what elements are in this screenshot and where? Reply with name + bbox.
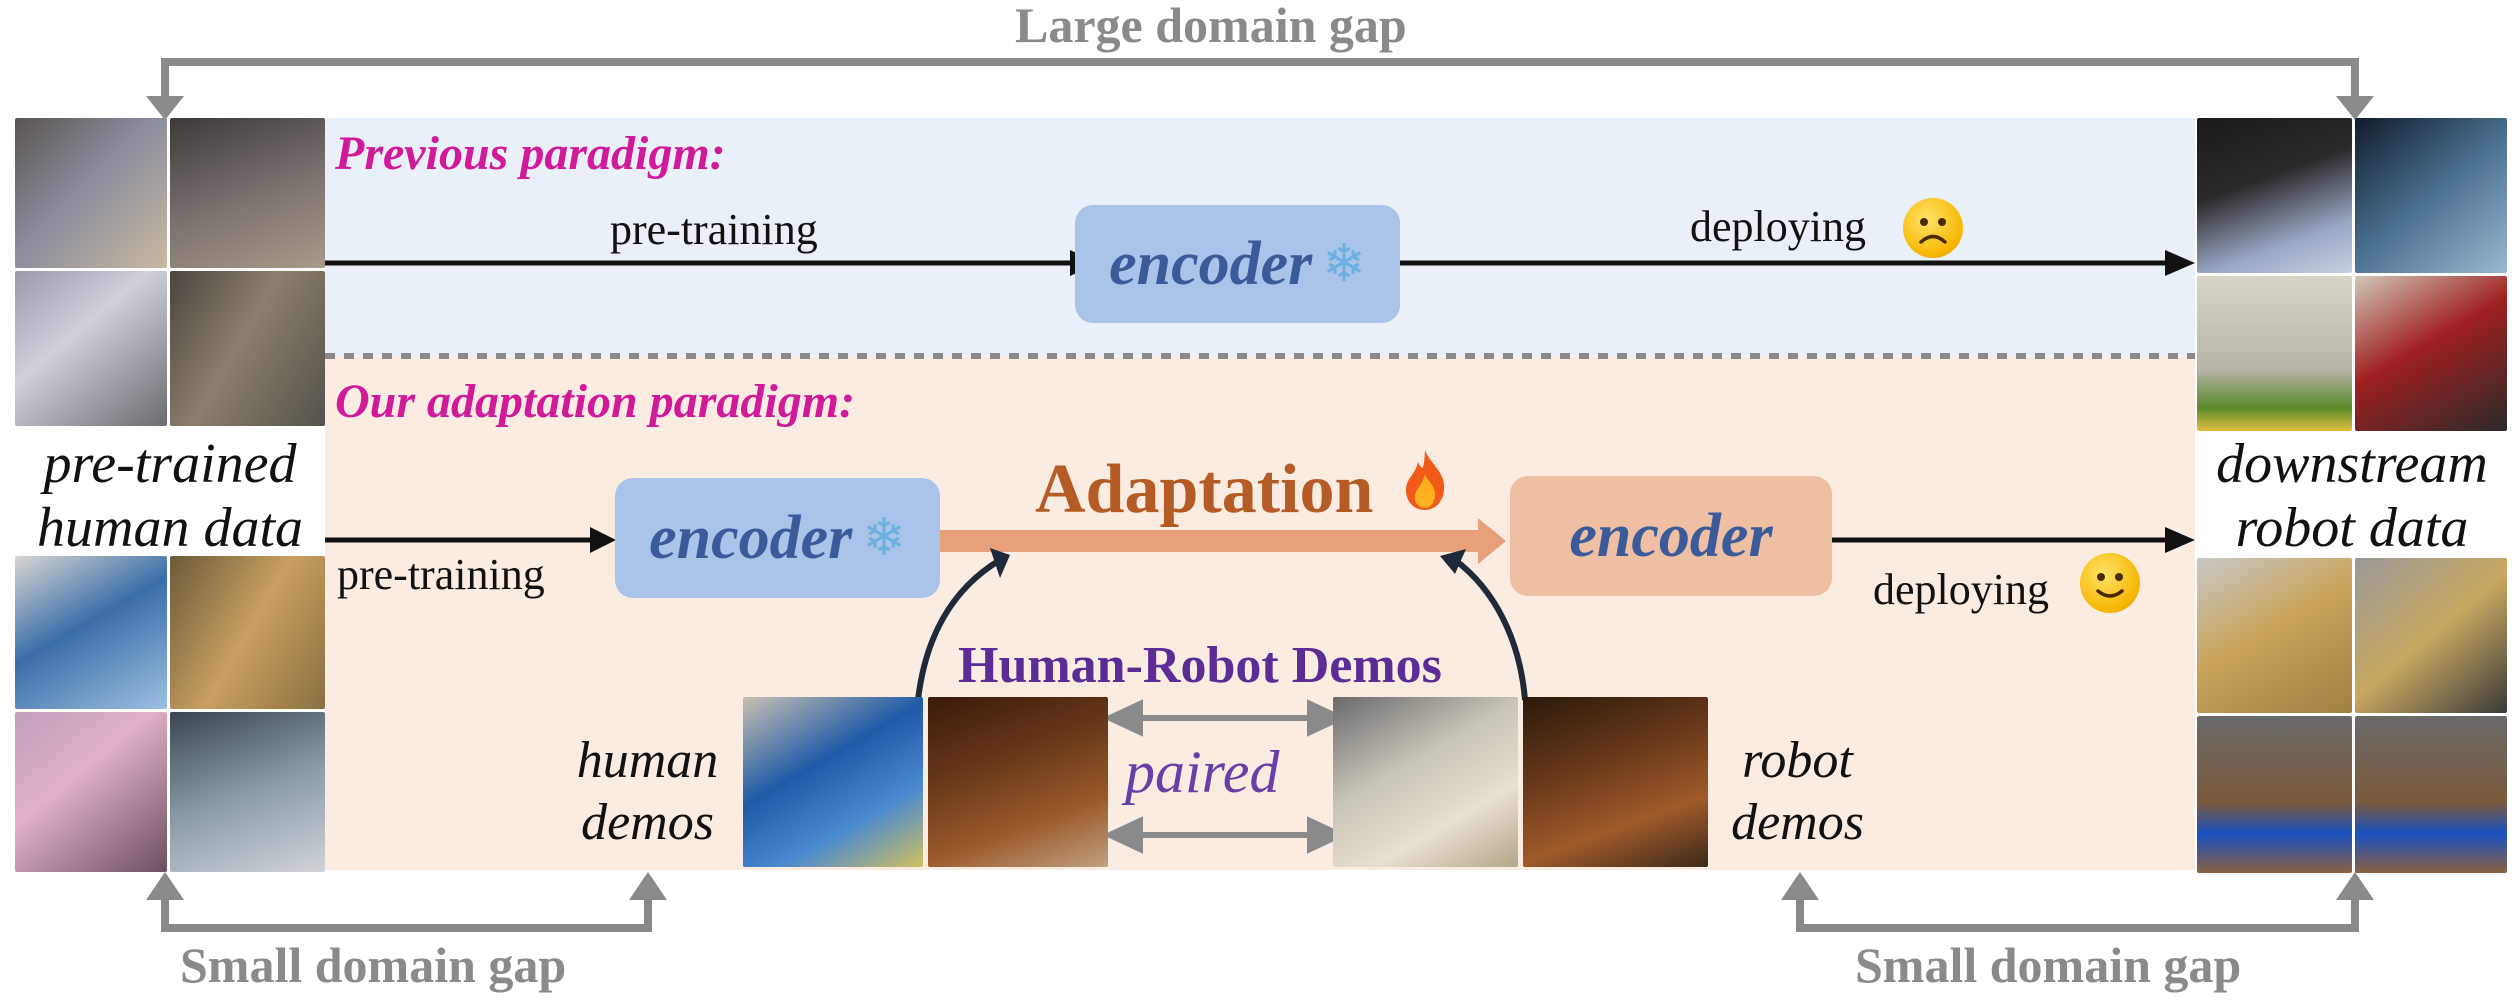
frozen-encoder-label: encoder <box>649 503 853 572</box>
robot-photo-7 <box>2197 716 2352 873</box>
human-photo-6 <box>170 556 325 709</box>
right-data-label: downstream robot data <box>2216 433 2488 560</box>
robot-photo-2 <box>2355 118 2507 273</box>
fire-icon <box>1400 448 1450 512</box>
previous-encoder-label: encoder <box>1109 229 1313 298</box>
adapted-encoder-label: encoder <box>1569 501 1773 570</box>
human-demo-curve-arrowhead <box>990 548 1010 578</box>
robot-demo-curve-arrow <box>1453 557 1528 701</box>
previous-deploy-arrowhead <box>2165 250 2195 276</box>
robot-photo-3 <box>2197 276 2352 431</box>
human-demo-curve-arrow <box>915 557 1002 701</box>
human-photo-4 <box>170 271 325 426</box>
small-gap-left-bracket <box>161 892 652 932</box>
our-paradigm-title: Our adaptation paradigm: <box>335 375 856 428</box>
small-gap-left-arrowhead-b <box>629 872 667 900</box>
human-demo-photo-1 <box>743 697 923 867</box>
previous-encoder-box: encoder ❄ <box>1075 205 1400 323</box>
robot-demo-curve-arrowhead <box>1440 549 1466 574</box>
robot-photo-4 <box>2355 276 2507 431</box>
snowflake-icon: ❄ <box>862 510 906 567</box>
adapted-encoder-box: encoder <box>1510 476 1832 596</box>
large-gap-arrowhead-left <box>146 96 184 120</box>
human-photo-2 <box>170 118 325 268</box>
small-gap-right-arrowhead-a <box>1781 872 1819 900</box>
human-demo-photo-2 <box>928 697 1108 867</box>
large-gap-label: Large domain gap <box>1015 0 1407 53</box>
small-gap-right-label: Small domain gap <box>1855 937 2242 993</box>
frozen-encoder-box: encoder ❄ <box>615 478 940 598</box>
human-photo-1 <box>15 118 167 268</box>
large-gap-bracket <box>161 58 2359 110</box>
previous-pretrain-label: pre-training <box>610 205 818 254</box>
snowflake-icon: ❄ <box>1322 236 1366 293</box>
robot-photo-5 <box>2197 558 2352 713</box>
smile-face-icon <box>2080 553 2140 613</box>
robot-photo-8 <box>2355 716 2507 873</box>
small-gap-left-arrowhead-a <box>146 872 184 900</box>
ours-pretrain-arrowhead <box>590 527 616 553</box>
robot-demo-photo-1 <box>1333 697 1518 867</box>
small-gap-right-bracket <box>1796 892 2359 932</box>
robot-demo-photo-2 <box>1523 697 1708 867</box>
human-photo-3 <box>15 271 167 426</box>
robot-photo-1 <box>2197 118 2352 273</box>
paired-arrows <box>1102 699 1348 854</box>
robot-photo-6 <box>2355 558 2507 713</box>
human-robot-demos-title: Human-Robot Demos <box>958 637 1442 694</box>
ours-deploy-label: deploying <box>1873 565 2049 614</box>
human-demos-label: human demos <box>576 732 719 852</box>
small-gap-right-arrowhead-b <box>2336 872 2374 900</box>
left-data-label: pre-trained human data <box>37 433 303 560</box>
paired-label: paired <box>1125 739 1280 805</box>
sad-face-icon <box>1903 198 1963 258</box>
human-photo-8 <box>170 712 325 872</box>
large-gap-arrowhead-right <box>2336 96 2374 120</box>
human-photo-7 <box>15 712 167 872</box>
adaptation-arrow-shaft <box>940 530 1480 552</box>
previous-paradigm-title: Previous paradigm: <box>335 127 726 180</box>
adaptation-label: Adaptation <box>1035 451 1374 528</box>
ours-pretrain-label: pre-training <box>337 550 545 599</box>
ours-deploy-arrowhead <box>2165 527 2195 553</box>
small-gap-left-label: Small domain gap <box>180 937 567 993</box>
robot-demos-label: robot demos <box>1731 732 1864 852</box>
our-paradigm-band <box>325 356 2195 870</box>
adaptation-arrowhead <box>1478 518 1506 564</box>
human-photo-5 <box>15 556 167 709</box>
previous-deploy-label: deploying <box>1690 202 1866 251</box>
